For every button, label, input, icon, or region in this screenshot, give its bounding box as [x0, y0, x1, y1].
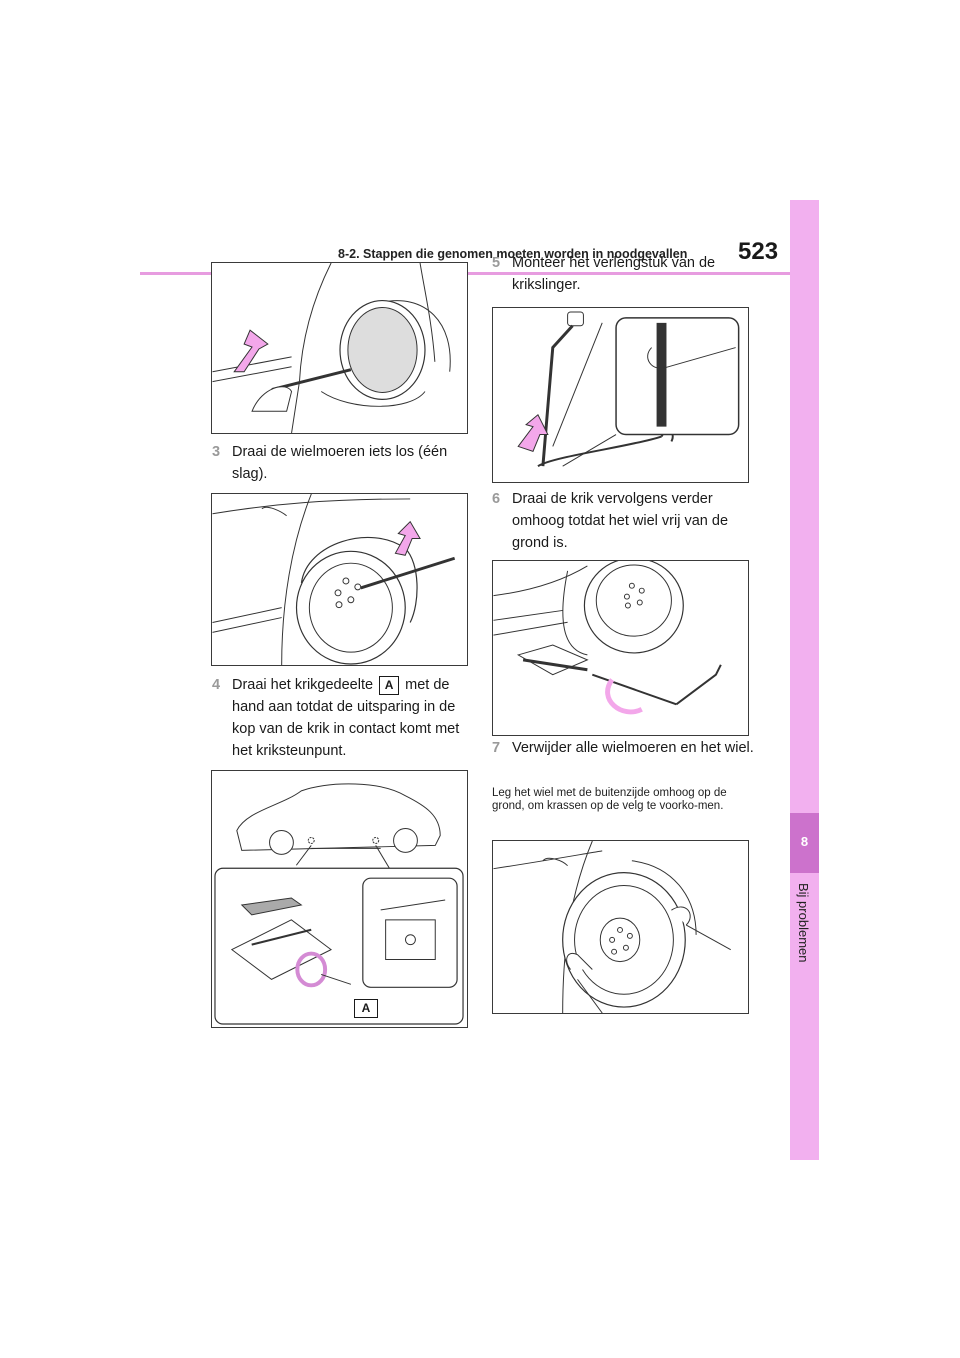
step-text-before: Draai het krikgedeelte [232, 677, 374, 693]
figure-jack-handle-extension [492, 307, 749, 483]
figure-jack-points [211, 770, 468, 1028]
jack-handle-extension-illustration [517, 311, 740, 468]
step-number: 6 [492, 491, 501, 507]
placement-note: Leg het wiel met de buitenzijde omhoog o… [492, 787, 727, 812]
chapter-number: 8 [800, 834, 809, 849]
wrench-on-wheel-illustration [212, 263, 451, 433]
jack-part-label: A [379, 675, 400, 695]
step-6: 6 Draai de krik vervolgens verder omhoog… [492, 488, 754, 554]
raise-jack-illustration [493, 561, 722, 715]
step-text: Draai de krik vervolgens verder omhoog t… [512, 491, 729, 551]
page-number: 523 [738, 238, 779, 265]
chapter-number-tab [790, 813, 819, 873]
figure-wrench-on-wheel [211, 262, 468, 434]
figure-remove-wheel [492, 840, 749, 1014]
step-number: 7 [492, 740, 501, 756]
jack-part-callout: A [354, 999, 378, 1018]
step-number: 4 [212, 677, 221, 693]
jack-points-illustration [214, 783, 464, 1025]
step-text: Monteer het verlengstuk van de kriksling… [512, 255, 716, 293]
step-5: 5 Monteer het verlengstuk van de kriksli… [492, 252, 754, 296]
step-text: Verwijder alle wielmoeren en het wiel. [512, 740, 754, 756]
chapter-side-tab [790, 200, 819, 1160]
figure-raise-jack [492, 560, 749, 736]
figure-loosen-nuts [211, 493, 468, 666]
loosen-nuts-illustration [212, 494, 456, 665]
chapter-label: Bij problemen [796, 883, 811, 963]
step-4: 4 Draai het krikgedeelte A met de hand a… [212, 674, 472, 762]
step-number: 5 [492, 255, 501, 271]
step-number: 3 [212, 444, 221, 460]
step-3: 3 Draai de wielmoeren iets los (één slag… [212, 441, 472, 485]
step-7: 7 Verwijder alle wielmoeren en het wiel. [492, 737, 754, 759]
section-title: 8-2. Stappen die genomen moeten worden i… [338, 247, 688, 261]
step-text-after: met de hand aan totdat de uitsparing in … [232, 677, 460, 759]
step-text: Draai de wielmoeren iets los (één slag). [232, 444, 448, 482]
remove-wheel-illustration [493, 841, 731, 1013]
